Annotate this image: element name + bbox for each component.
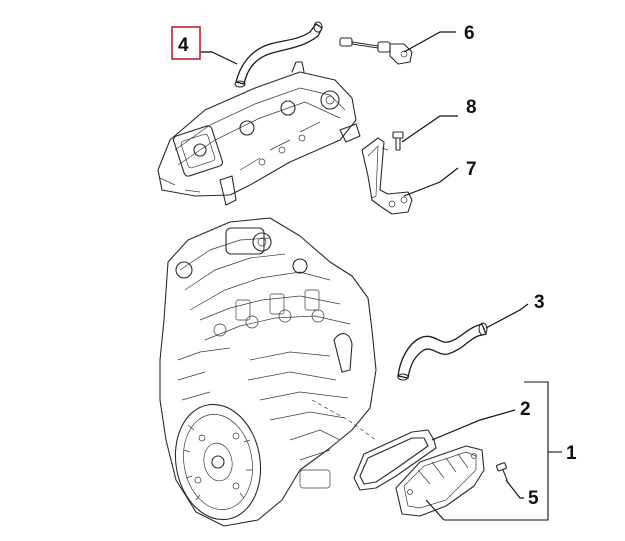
bracket-7[interactable] (361, 137, 413, 215)
callout-4[interactable]: 4 (178, 35, 189, 56)
sensor-6[interactable] (339, 37, 413, 65)
breather-hose-4[interactable] (234, 21, 323, 88)
callout-3[interactable]: 3 (534, 292, 545, 313)
oil-separator-cover[interactable] (395, 445, 485, 517)
bolt-8[interactable] (392, 131, 404, 151)
gasket-2[interactable] (353, 429, 437, 491)
breather-hose-3[interactable] (397, 322, 488, 381)
callout-6[interactable]: 6 (464, 23, 475, 44)
cylinder-head-cover[interactable] (157, 61, 361, 206)
callout-1[interactable]: 1 (566, 443, 577, 464)
callout-7[interactable]: 7 (466, 159, 477, 180)
screw-5[interactable] (495, 462, 508, 481)
callout-5[interactable]: 5 (528, 488, 539, 509)
engine-block[interactable] (159, 217, 377, 527)
callout-8[interactable]: 8 (466, 97, 477, 118)
callout-2[interactable]: 2 (520, 399, 531, 420)
leader-lines (200, 31, 562, 521)
highlight-box (171, 26, 201, 60)
